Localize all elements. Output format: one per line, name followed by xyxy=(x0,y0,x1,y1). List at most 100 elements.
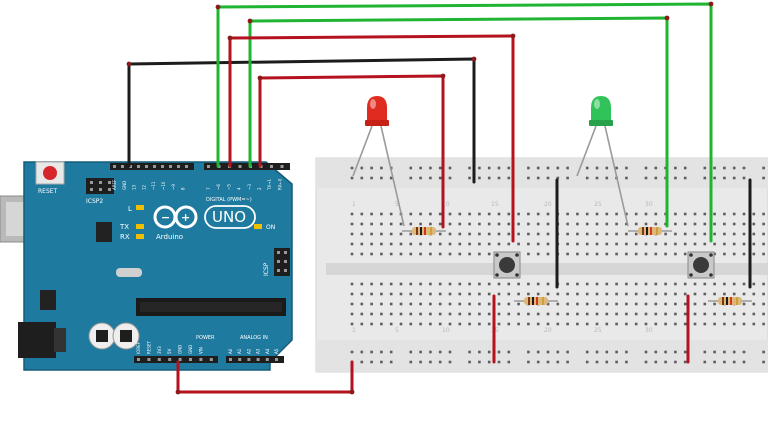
rail-hole xyxy=(742,360,746,364)
breadboard-hole xyxy=(399,252,403,256)
breadboard-hole xyxy=(497,222,501,226)
breadboard-hole xyxy=(458,322,462,326)
breadboard-hole xyxy=(360,302,364,306)
rail-hole xyxy=(566,360,569,364)
header-pin xyxy=(277,269,280,272)
breadboard-hole xyxy=(713,322,716,326)
breadboard-hole xyxy=(536,212,540,216)
rail-hole xyxy=(654,166,658,170)
breadboard-hole xyxy=(419,252,422,256)
breadboard-hole xyxy=(527,252,530,256)
breadboard-hole xyxy=(448,232,452,236)
breadboard-hole xyxy=(380,292,383,296)
breadboard-hole xyxy=(566,242,569,246)
resistor-band xyxy=(416,227,418,235)
breadboard-hole xyxy=(478,302,481,306)
breadboard-hole xyxy=(409,242,413,246)
resistor-band xyxy=(532,297,534,305)
wire-junctions xyxy=(126,1,714,395)
header-pin xyxy=(284,260,287,263)
breadboard-hole xyxy=(644,242,648,246)
breadboard-hole xyxy=(605,282,609,286)
top-header-pin-label: GND xyxy=(122,181,127,190)
top-header-pin-label: 8 xyxy=(181,187,186,190)
header-pin xyxy=(270,165,273,168)
rail-hole xyxy=(448,166,452,170)
breadboard-hole xyxy=(409,322,413,326)
breadboard-hole xyxy=(360,312,364,316)
breadboard-hole xyxy=(380,302,383,306)
breadboard-hole xyxy=(429,252,432,256)
breadboard-hole xyxy=(703,232,707,236)
header-pin xyxy=(284,269,287,272)
rail-hole xyxy=(429,350,432,354)
wire-bend-dot xyxy=(708,1,714,7)
breadboard-hole xyxy=(576,252,579,256)
breadboard-hole xyxy=(576,292,579,296)
wires xyxy=(127,2,752,394)
rail-hole xyxy=(723,176,726,180)
breadboard-hole xyxy=(478,212,481,216)
breadboard-hole xyxy=(429,292,432,296)
breadboard-hole xyxy=(693,222,697,226)
rail-hole xyxy=(556,360,560,364)
push-button-2-screw xyxy=(689,273,693,277)
breadboard-hole xyxy=(370,292,373,296)
rail-hole xyxy=(566,166,569,170)
breadboard-hole xyxy=(664,282,667,286)
breadboard-hole xyxy=(703,242,707,246)
breadboard-hole xyxy=(615,302,618,306)
breadboard-hole xyxy=(576,212,579,216)
breadboard-hole xyxy=(458,232,462,236)
top-header-pin-label: ~11 xyxy=(151,181,156,190)
header-pin xyxy=(157,358,161,361)
breadboard-hole xyxy=(664,252,667,256)
rail-hole xyxy=(350,350,354,354)
rail-hole xyxy=(409,360,413,364)
breadboard-hole xyxy=(360,292,364,296)
power-header-pin-label: IOREF xyxy=(136,341,141,354)
breadboard-hole xyxy=(419,282,422,286)
resistor-band xyxy=(722,297,724,305)
breadboard-hole xyxy=(438,232,442,236)
breadboard-hole xyxy=(497,312,501,316)
breadboard-hole xyxy=(713,252,716,256)
breadboard-hole xyxy=(585,302,589,306)
breadboard-hole xyxy=(625,252,628,256)
breadboard-hole xyxy=(605,242,609,246)
resistor-band xyxy=(528,297,530,305)
led-green xyxy=(576,96,629,227)
breadboard-hole xyxy=(487,312,491,316)
breadboard-hole xyxy=(409,302,413,306)
breadboard-hole xyxy=(399,292,403,296)
rail-hole xyxy=(546,360,550,364)
breadboard-hole xyxy=(585,322,589,326)
atmega-chip-top xyxy=(140,302,282,312)
center-channel xyxy=(326,263,768,275)
breadboard-hole xyxy=(752,242,756,246)
breadboard-hole xyxy=(468,322,471,326)
breadboard-hole xyxy=(527,312,530,316)
rail-hole xyxy=(370,350,373,354)
wire-bend-dot xyxy=(349,389,355,395)
rail-hole xyxy=(536,360,540,364)
breadboard-hole xyxy=(429,212,432,216)
breadboard-hole xyxy=(654,282,658,286)
breadboard-hole xyxy=(713,212,716,216)
rail-hole xyxy=(380,166,383,170)
breadboard-hole xyxy=(517,222,520,226)
breadboard-hole xyxy=(762,292,765,296)
power-jack xyxy=(18,322,56,358)
rail-hole xyxy=(478,360,481,364)
breadboard-hole xyxy=(752,312,756,316)
rail-hole xyxy=(546,166,550,170)
arduino-label: Arduino xyxy=(156,233,183,241)
rail-hole xyxy=(615,350,618,354)
rail-hole xyxy=(683,176,687,180)
led-on-indicator xyxy=(254,224,262,229)
rail-hole xyxy=(536,176,540,180)
header-pin xyxy=(185,165,188,168)
rail-hole xyxy=(448,360,452,364)
icsp2-header xyxy=(86,178,114,194)
breadboard-hole xyxy=(419,322,422,326)
